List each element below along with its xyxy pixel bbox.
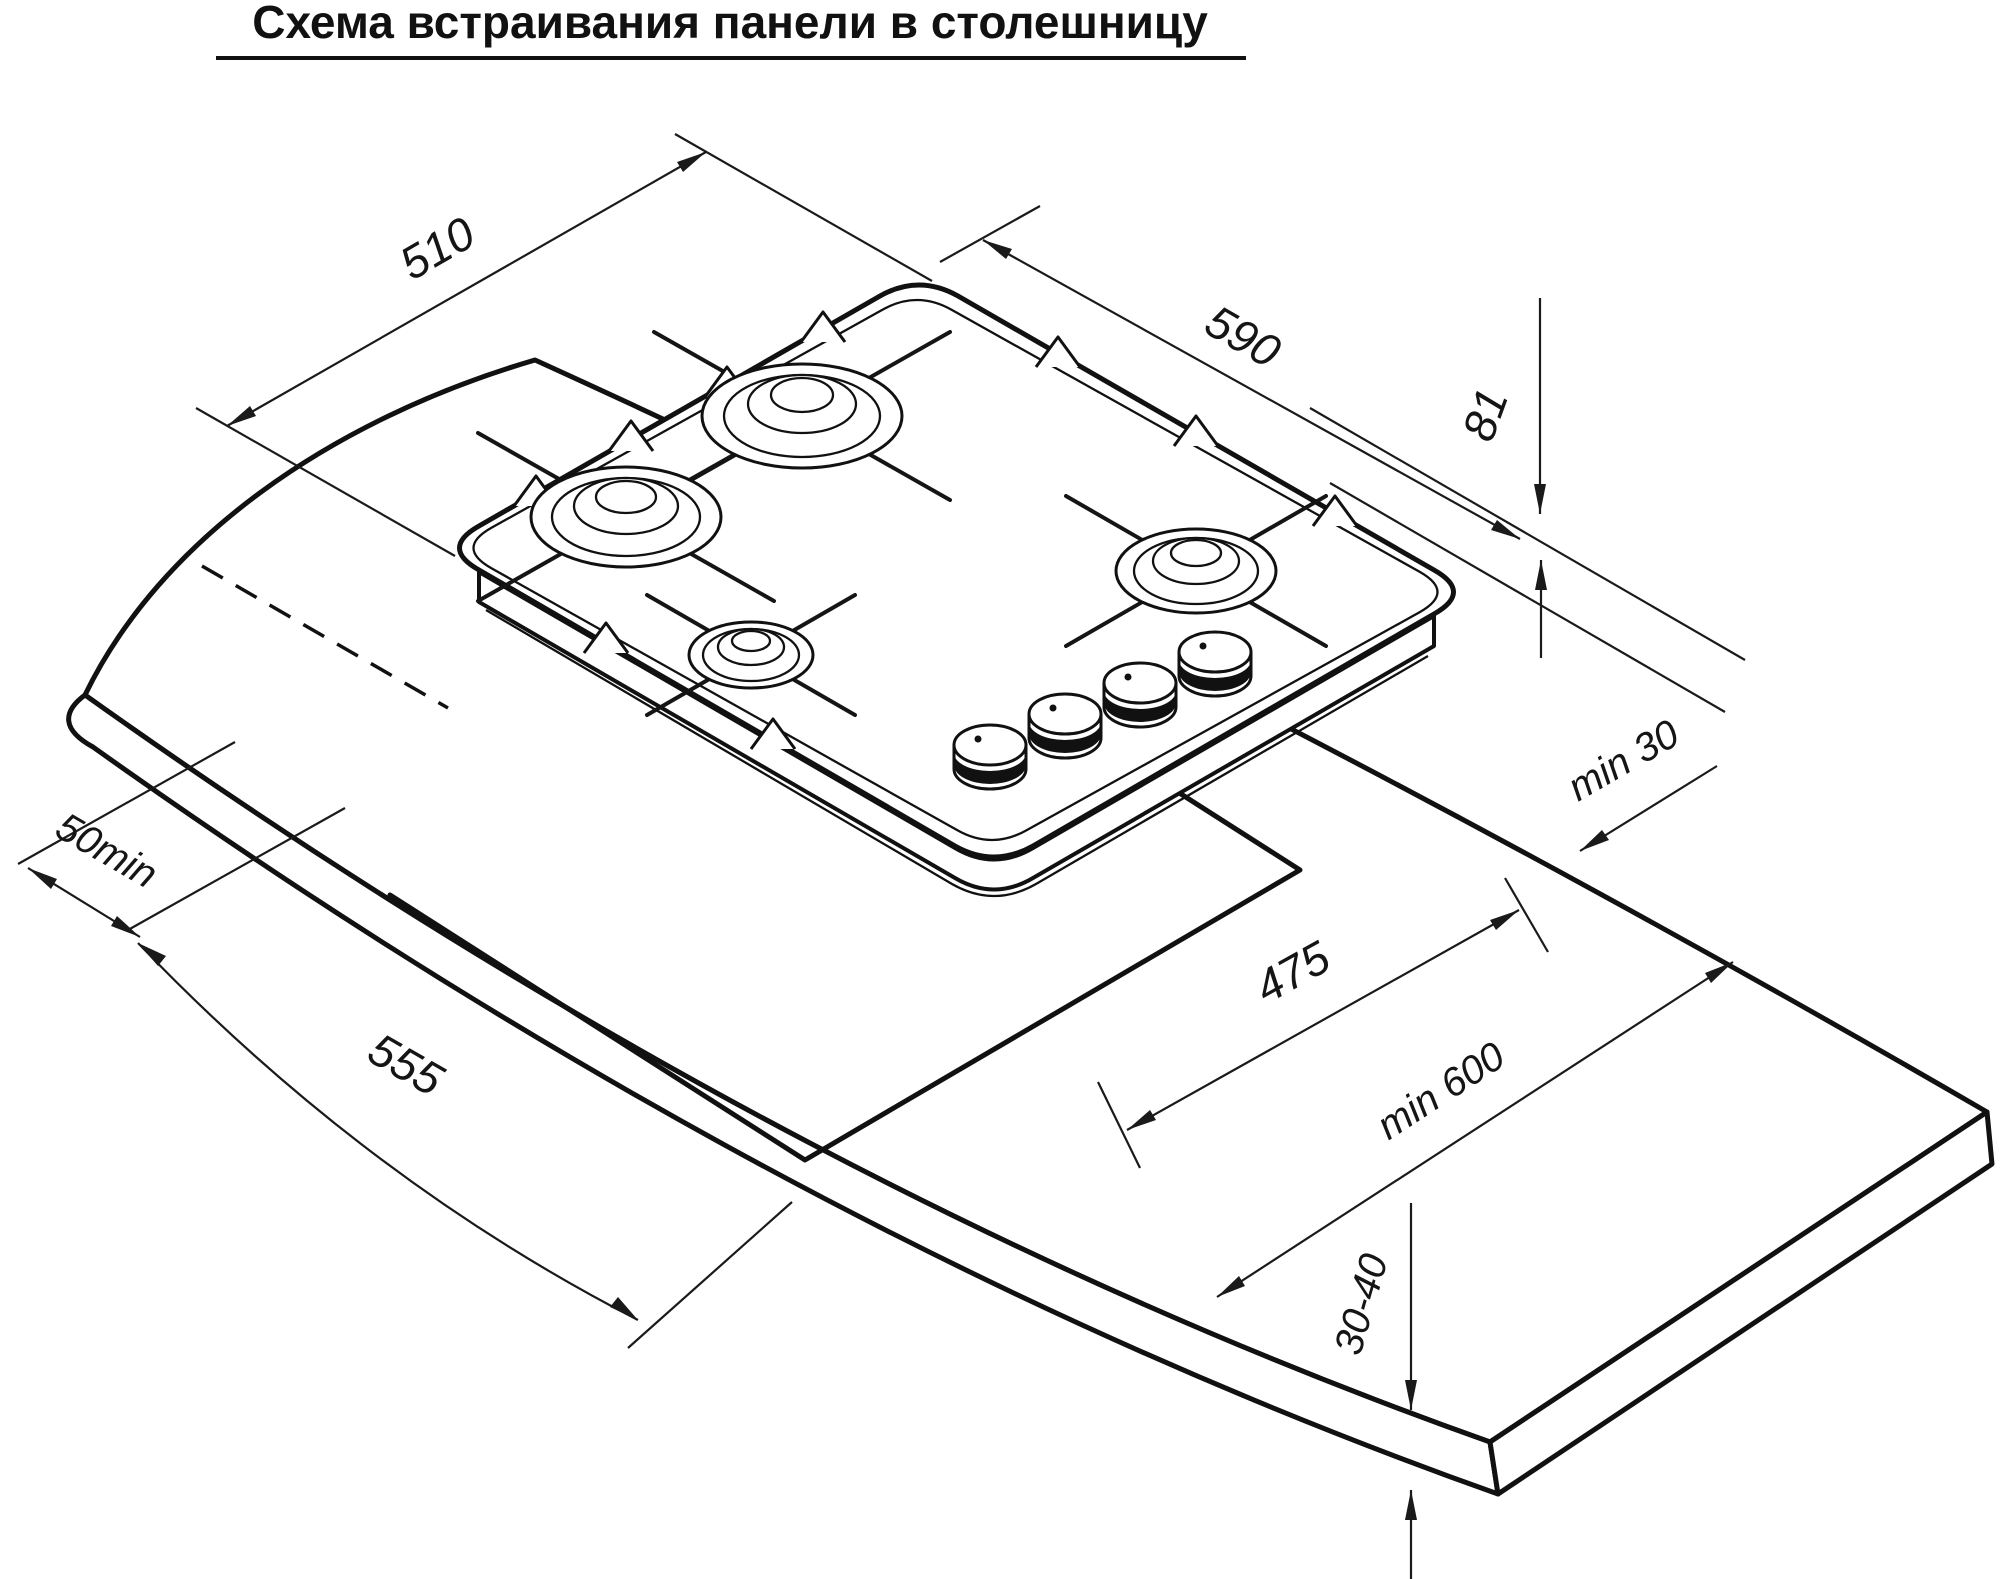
dim-81-label: 81 <box>1452 382 1518 448</box>
hob-apron-lip <box>485 609 1429 898</box>
burner-front-center <box>687 620 815 690</box>
cutout-hidden-edge-dashed <box>201 564 449 710</box>
burner-right <box>1114 527 1278 615</box>
control-knob <box>1177 630 1253 698</box>
worktop-end-face <box>1487 1109 1995 1497</box>
burner-back-left <box>700 362 904 470</box>
control-knob <box>1102 661 1178 729</box>
dimension-rear-clearance: min 30 <box>1561 712 1718 852</box>
control-knobs <box>952 630 1253 791</box>
dim-590-label: 590 <box>1197 294 1290 378</box>
control-knob <box>1027 692 1103 760</box>
dim-555-label: 555 <box>360 1022 453 1106</box>
control-knob <box>952 723 1028 791</box>
burners <box>529 362 1278 690</box>
dim-510-label: 510 <box>391 206 484 290</box>
hob <box>457 282 1456 898</box>
hob-rim-inset <box>472 298 1439 842</box>
dim-50min-label: 50min <box>48 804 164 897</box>
page-title: Схема встраивания панели в столешницу <box>252 0 1208 48</box>
burner-front-left <box>529 465 723 569</box>
dim-min30-label: min 30 <box>1561 712 1687 810</box>
